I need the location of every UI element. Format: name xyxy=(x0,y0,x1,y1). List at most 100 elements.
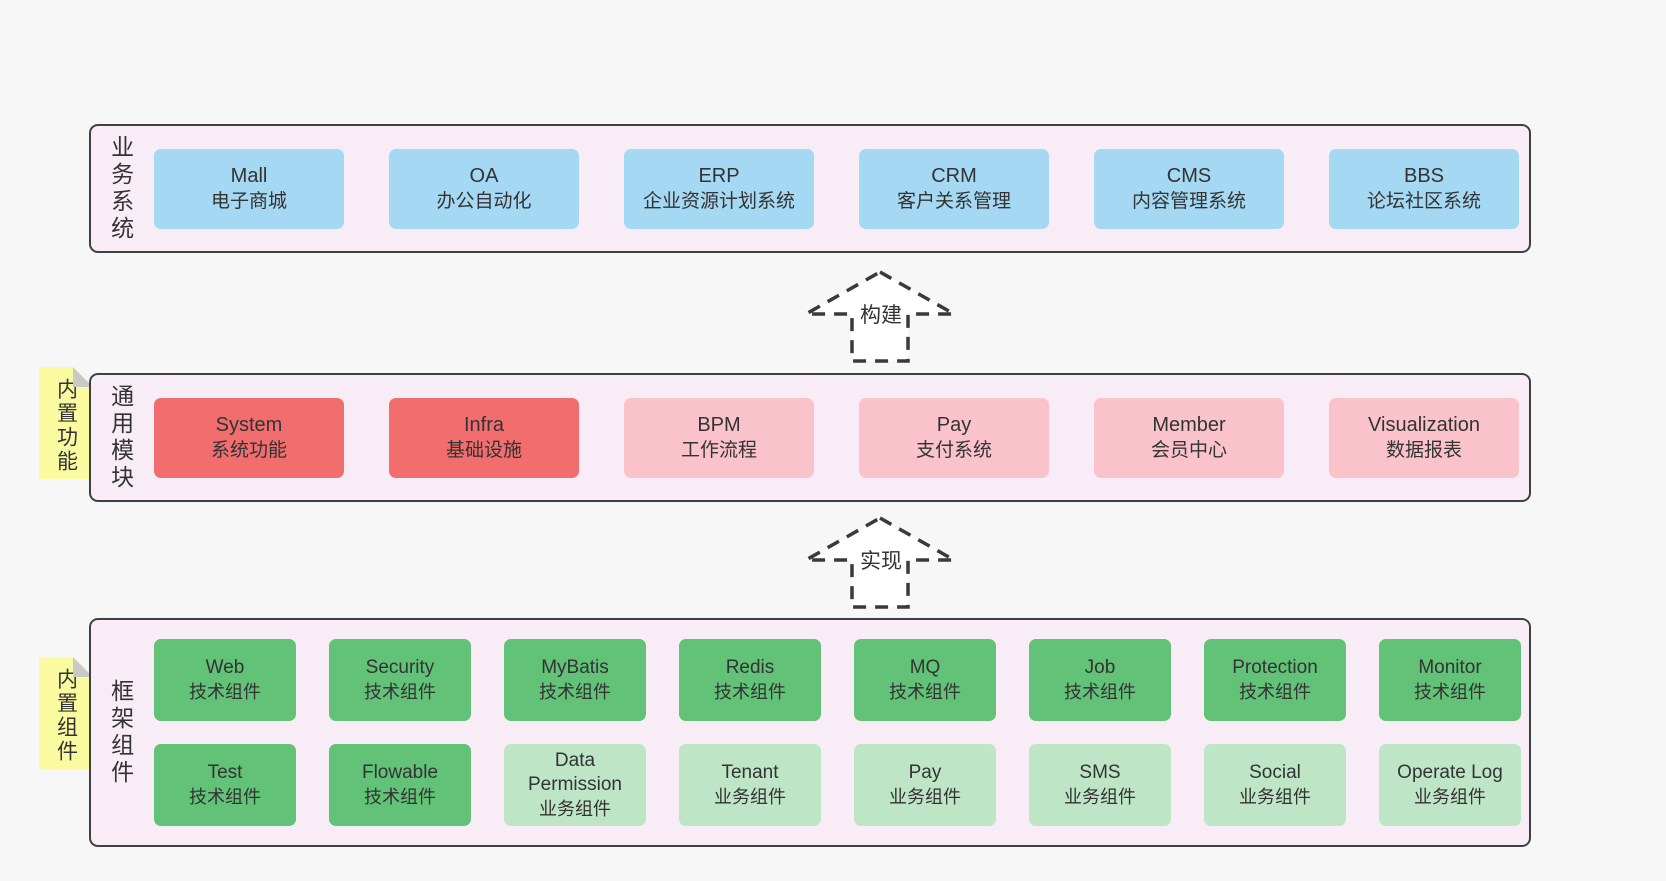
node-crm: CRM 客户关系管理 xyxy=(859,148,1049,229)
components-row-2: Test 技术组件 Flowable 技术组件 Data Permission … xyxy=(154,744,1521,826)
node-security: Security 技术组件 xyxy=(329,639,471,721)
node-bpm: BPM 工作流程 xyxy=(624,397,814,478)
node-title: Monitor xyxy=(1418,657,1482,679)
sticky-note-text: 内置组件 xyxy=(54,668,78,764)
node-title: MyBatis xyxy=(541,657,609,679)
node-title: ERP xyxy=(698,164,740,187)
node-title: Pay xyxy=(908,762,942,784)
node-subtitle: 业务组件 xyxy=(1414,786,1486,807)
sticky-note-text: 内置功能 xyxy=(54,378,78,474)
node-subtitle: 工作流程 xyxy=(680,440,757,462)
node-subtitle: 技术组件 xyxy=(1239,681,1311,702)
framework-components-panel: 框架组件 Web 技术组件 Security 技术组件 MyBatis 技术组件… xyxy=(89,618,1531,847)
node-subtitle: 企业资源计划系统 xyxy=(642,191,795,213)
node-subtitle: 内容管理系统 xyxy=(1131,191,1246,213)
node-subtitle: 办公自动化 xyxy=(436,191,532,213)
node-redis: Redis 技术组件 xyxy=(679,639,821,721)
node-title: BPM xyxy=(697,413,741,436)
node-subtitle: 业务组件 xyxy=(1064,786,1136,807)
node-job: Job 技术组件 xyxy=(1029,639,1171,721)
panel-label-components: 框架组件 xyxy=(91,679,149,787)
node-title: Mall xyxy=(230,164,268,187)
node-subtitle: 电子商城 xyxy=(210,191,287,213)
node-operate-log: Operate Log 业务组件 xyxy=(1379,744,1521,826)
panel-label-text: 业务系统 xyxy=(107,134,134,243)
node-subtitle: 技术组件 xyxy=(1414,681,1486,702)
node-member: Member 会员中心 xyxy=(1094,397,1284,478)
node-subtitle: 业务组件 xyxy=(539,798,611,819)
node-title: Social xyxy=(1249,762,1301,784)
business-systems-panel: 业务系统 Mall 电子商城 OA 办公自动化 ERP 企业资源计划系统 CRM… xyxy=(89,124,1531,253)
node-title: Data Permission xyxy=(528,750,622,796)
node-protection: Protection 技术组件 xyxy=(1204,639,1346,721)
node-subtitle: 会员中心 xyxy=(1150,440,1227,462)
node-title: OA xyxy=(469,164,499,187)
node-title: Job xyxy=(1084,657,1116,679)
node-title: Flowable xyxy=(361,762,439,784)
node-title: CRM xyxy=(931,164,977,187)
node-subtitle: 系统功能 xyxy=(210,440,287,462)
node-pay-module: Pay 支付系统 xyxy=(859,397,1049,478)
node-title: BBS xyxy=(1403,164,1445,187)
components-row-1: Web 技术组件 Security 技术组件 MyBatis 技术组件 Redi… xyxy=(154,639,1521,721)
sticky-note-built-in-components: 内置组件 xyxy=(39,657,93,769)
node-title: Infra xyxy=(463,413,505,436)
node-subtitle: 业务组件 xyxy=(889,786,961,807)
node-title: Pay xyxy=(936,413,972,436)
node-oa: OA 办公自动化 xyxy=(389,148,579,229)
node-title: MQ xyxy=(909,657,941,679)
node-title: Operate Log xyxy=(1397,762,1503,784)
node-subtitle: 业务组件 xyxy=(714,786,786,807)
node-subtitle: 论坛社区系统 xyxy=(1366,191,1481,213)
node-subtitle: 基础设施 xyxy=(445,440,522,462)
node-tenant: Tenant 业务组件 xyxy=(679,744,821,826)
modules-boxes-row: System 系统功能 Infra 基础设施 BPM 工作流程 Pay 支付系统… xyxy=(154,397,1519,478)
node-title: Member xyxy=(1152,413,1226,436)
node-data-permission: Data Permission 业务组件 xyxy=(504,744,646,826)
common-modules-panel: 通用模块 System 系统功能 Infra 基础设施 BPM 工作流程 Pay… xyxy=(89,373,1531,502)
implement-arrow-label: 实现 xyxy=(856,542,906,578)
node-title: CMS xyxy=(1166,164,1212,187)
node-subtitle: 技术组件 xyxy=(714,681,786,702)
node-title: Visualization xyxy=(1368,413,1480,436)
panel-label-modules: 通用模块 xyxy=(91,384,149,492)
node-title: System xyxy=(215,413,283,436)
node-title: Tenant xyxy=(721,762,779,784)
node-pay-component: Pay 业务组件 xyxy=(854,744,996,826)
panel-label-business: 业务系统 xyxy=(91,135,149,243)
node-subtitle: 技术组件 xyxy=(1064,681,1136,702)
node-infra: Infra 基础设施 xyxy=(389,397,579,478)
sticky-note-built-in-features: 内置功能 xyxy=(39,367,93,479)
node-title: SMS xyxy=(1079,762,1121,784)
node-mall: Mall 电子商城 xyxy=(154,148,344,229)
node-title: Redis xyxy=(725,657,775,679)
node-title: Test xyxy=(207,762,243,784)
node-subtitle: 技术组件 xyxy=(539,681,611,702)
components-grid: Web 技术组件 Security 技术组件 MyBatis 技术组件 Redi… xyxy=(154,639,1521,826)
node-social: Social 业务组件 xyxy=(1204,744,1346,826)
node-web: Web 技术组件 xyxy=(154,639,296,721)
node-system: System 系统功能 xyxy=(154,397,344,478)
panel-label-text: 框架组件 xyxy=(107,678,134,787)
node-title: Web xyxy=(205,657,245,679)
node-bbs: BBS 论坛社区系统 xyxy=(1329,148,1519,229)
node-monitor: Monitor 技术组件 xyxy=(1379,639,1521,721)
node-test: Test 技术组件 xyxy=(154,744,296,826)
node-flowable: Flowable 技术组件 xyxy=(329,744,471,826)
node-title: Security xyxy=(365,657,435,679)
panel-label-text: 通用模块 xyxy=(107,383,134,492)
build-arrow-label: 构建 xyxy=(856,296,906,332)
node-subtitle: 支付系统 xyxy=(915,440,992,462)
node-subtitle: 数据报表 xyxy=(1385,440,1462,462)
node-mq: MQ 技术组件 xyxy=(854,639,996,721)
business-boxes-row: Mall 电子商城 OA 办公自动化 ERP 企业资源计划系统 CRM 客户关系… xyxy=(154,148,1519,229)
node-subtitle: 技术组件 xyxy=(364,681,436,702)
node-title: Protection xyxy=(1232,657,1318,679)
node-subtitle: 技术组件 xyxy=(889,681,961,702)
node-subtitle: 业务组件 xyxy=(1239,786,1311,807)
node-subtitle: 技术组件 xyxy=(364,786,436,807)
node-mybatis: MyBatis 技术组件 xyxy=(504,639,646,721)
node-subtitle: 客户关系管理 xyxy=(896,191,1011,213)
node-erp: ERP 企业资源计划系统 xyxy=(624,148,814,229)
